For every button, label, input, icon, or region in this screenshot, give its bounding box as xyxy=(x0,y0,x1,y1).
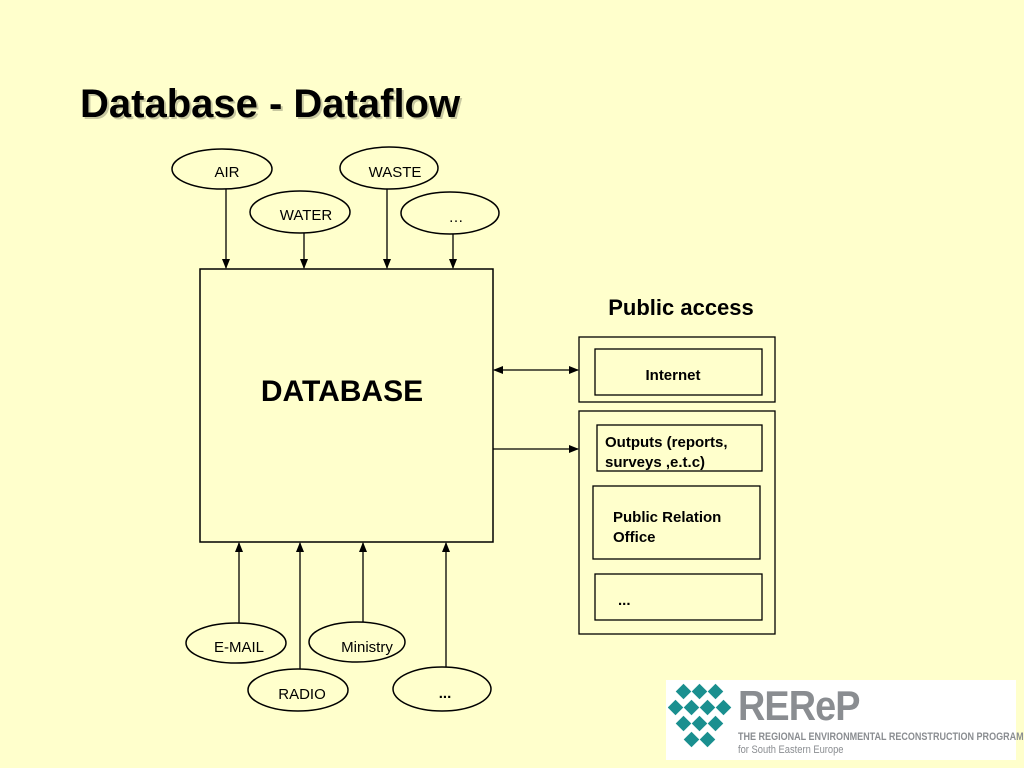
source-ministry-label: Ministry xyxy=(341,639,393,656)
rerep-logo-region: for South Eastern Europe xyxy=(738,744,844,756)
rerep-logo-subtitle: THE REGIONAL ENVIRONMENTAL RECONSTRUCTIO… xyxy=(738,731,1024,743)
source-radio-label: RADIO xyxy=(278,686,326,703)
source-waste-label: WASTE xyxy=(369,164,422,181)
source-email-label: E-MAIL xyxy=(214,639,264,656)
source-email-ellipse xyxy=(185,622,287,664)
internet-label: Internet xyxy=(645,367,700,384)
source-waste-ellipse xyxy=(339,146,439,190)
source-more-bottom-ellipse xyxy=(392,666,492,712)
more-access-label: ... xyxy=(618,592,631,609)
source-more-top-label: … xyxy=(449,209,464,226)
source-water-label: WATER xyxy=(280,207,333,224)
database-box xyxy=(199,268,494,543)
public-access-heading: Public access xyxy=(608,295,754,320)
outputs-label-line2: surveys ,e.t.c) xyxy=(605,454,705,471)
source-more-bottom-label: ... xyxy=(439,685,452,702)
source-ministry-ellipse xyxy=(308,621,406,663)
outputs-box xyxy=(596,424,763,472)
slide-title: Database - Dataflow xyxy=(80,82,461,126)
pr-office-label-line2: Office xyxy=(613,529,656,546)
source-more-top-ellipse xyxy=(400,191,500,235)
outputs-group-box xyxy=(578,410,776,635)
source-water-ellipse xyxy=(249,190,351,234)
internet-group-box xyxy=(578,336,776,403)
source-air-label: AIR xyxy=(214,164,239,181)
rerep-logo: REReP THE REGIONAL ENVIRONMENTAL RECONST… xyxy=(666,680,1024,760)
database-label: DATABASE xyxy=(261,375,423,408)
outputs-label-line1: Outputs (reports, xyxy=(605,434,728,451)
source-air-ellipse xyxy=(171,148,273,190)
internet-box xyxy=(594,348,763,396)
source-radio-ellipse xyxy=(247,668,349,712)
more-access-box xyxy=(594,573,763,621)
pr-office-label-line1: Public Relation xyxy=(613,509,721,526)
rerep-logo-name: REReP xyxy=(738,682,860,729)
rerep-logo-mark-icon xyxy=(668,683,732,748)
pr-office-box xyxy=(592,485,761,560)
